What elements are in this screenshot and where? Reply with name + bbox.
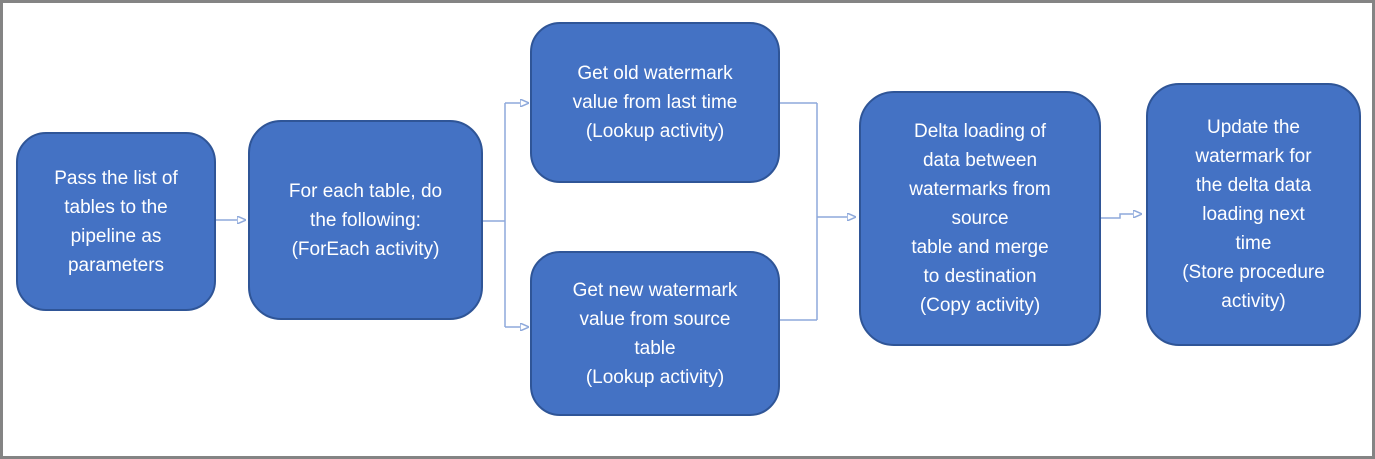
step-label-update-watermark: Update the watermark for the delta data …: [1182, 117, 1325, 312]
step-box-pass-list-of-tables: Pass the list of tables to the pipeline …: [16, 132, 216, 311]
connector-copy-to-update-arrow: [1099, 214, 1133, 219]
step-box-delta-loading-copy: Delta loading of data between watermarks…: [859, 91, 1101, 346]
step-box-foreach-table: For each table, do the following: (ForEa…: [248, 120, 483, 320]
step-label-get-old-watermark: Get old watermark value from last time (…: [572, 63, 738, 142]
step-label-pass-list-of-tables: Pass the list of tables to the pipeline …: [54, 167, 178, 276]
step-label-foreach-table: For each table, do the following: (ForEa…: [288, 180, 443, 260]
step-label-delta-loading-copy: Delta loading of data between watermarks…: [909, 121, 1051, 316]
step-label-get-new-watermark: Get new watermark value from source tabl…: [572, 279, 738, 388]
step-box-get-new-watermark: Get new watermark value from source tabl…: [530, 251, 780, 416]
step-box-update-watermark: Update the watermark for the delta data …: [1146, 83, 1361, 346]
step-box-get-old-watermark: Get old watermark value from last time (…: [530, 22, 780, 183]
